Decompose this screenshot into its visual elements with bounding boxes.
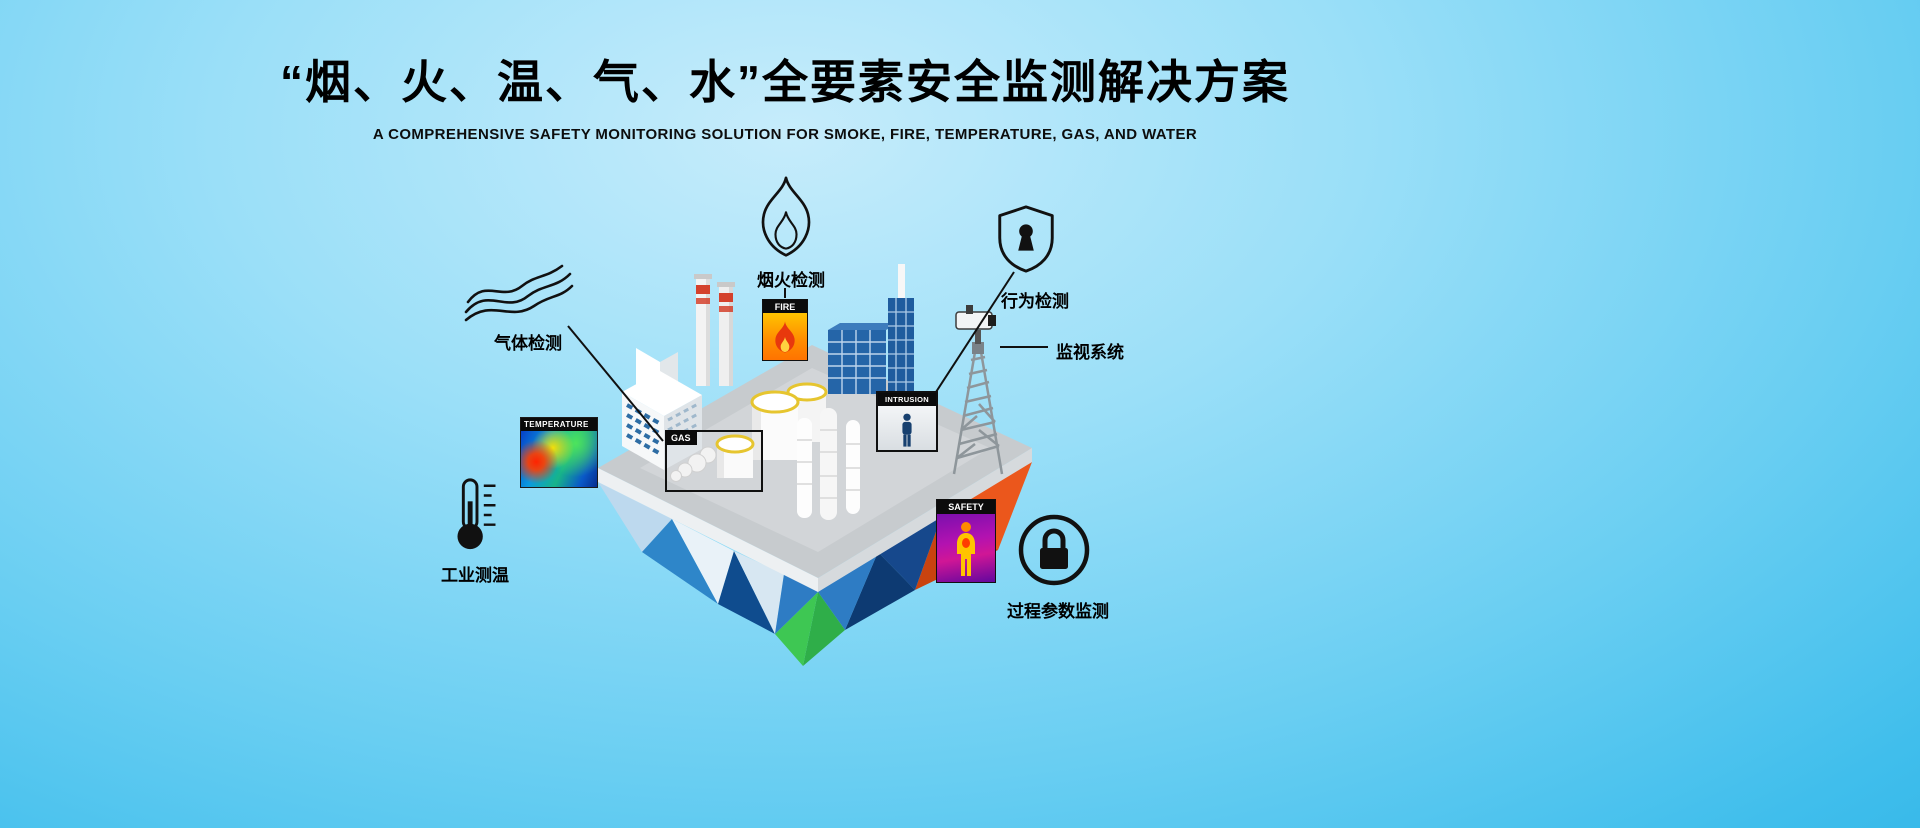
smoke-waves-icon (462, 264, 574, 326)
temperature-tag: TEMPERATURE (521, 418, 597, 431)
shield-keyhole-icon (996, 204, 1056, 274)
padlock-circle-icon (1016, 512, 1092, 588)
callout-lines (567, 271, 1048, 442)
content-area: “烟、火、温、气、水”全要素安全监测解决方案 A COMPREHENSIVE S… (280, 56, 1290, 666)
gas-detection-label: 气体检测 (494, 334, 562, 353)
process-tower (888, 264, 914, 396)
surveillance-system-label: 监视系统 (1056, 343, 1124, 362)
behavior-detection-label: 行为检测 (1001, 292, 1069, 311)
temperature-thermal-box: TEMPERATURE (520, 417, 598, 488)
intrusion-tag: INTRUSION (878, 393, 936, 406)
safety-thermal-box: SAFETY (936, 499, 996, 583)
gas-tank-smoke (670, 434, 755, 482)
thermal-person-icon (957, 522, 975, 576)
warehouse-building (828, 323, 898, 394)
fire-detection-box: FIRE (762, 299, 808, 361)
process-columns (797, 408, 860, 520)
thermometer-icon (450, 476, 502, 552)
intrusion-detection-box: INTRUSION (876, 391, 938, 452)
ptz-camera-icon (955, 305, 996, 354)
safety-thermal-image (937, 514, 995, 582)
chimneys (694, 274, 735, 386)
gas-detection-box: GAS (665, 430, 763, 492)
flame-outline-icon (753, 174, 819, 262)
page-subtitle: A COMPREHENSIVE SAFETY MONITORING SOLUTI… (372, 126, 1198, 143)
camera-tower (952, 305, 1004, 475)
worker-figure-icon (902, 413, 912, 447)
fire-tag: FIRE (763, 300, 807, 313)
process-parameter-monitoring-label: 过程参数监测 (1007, 602, 1109, 621)
safety-tag: SAFETY (937, 500, 995, 514)
page-title: “烟、火、温、气、水”全要素安全监测解决方案 (280, 56, 1290, 108)
industrial-temperature-label: 工业测温 (441, 566, 509, 585)
intrusion-camera-view (878, 406, 936, 450)
flame-icon (775, 320, 795, 353)
gas-tag: GAS (665, 430, 697, 445)
smoke-fire-detection-label: 烟火检测 (757, 271, 825, 290)
fire-thermal-image (763, 313, 807, 360)
temperature-thermal-image (521, 431, 597, 487)
